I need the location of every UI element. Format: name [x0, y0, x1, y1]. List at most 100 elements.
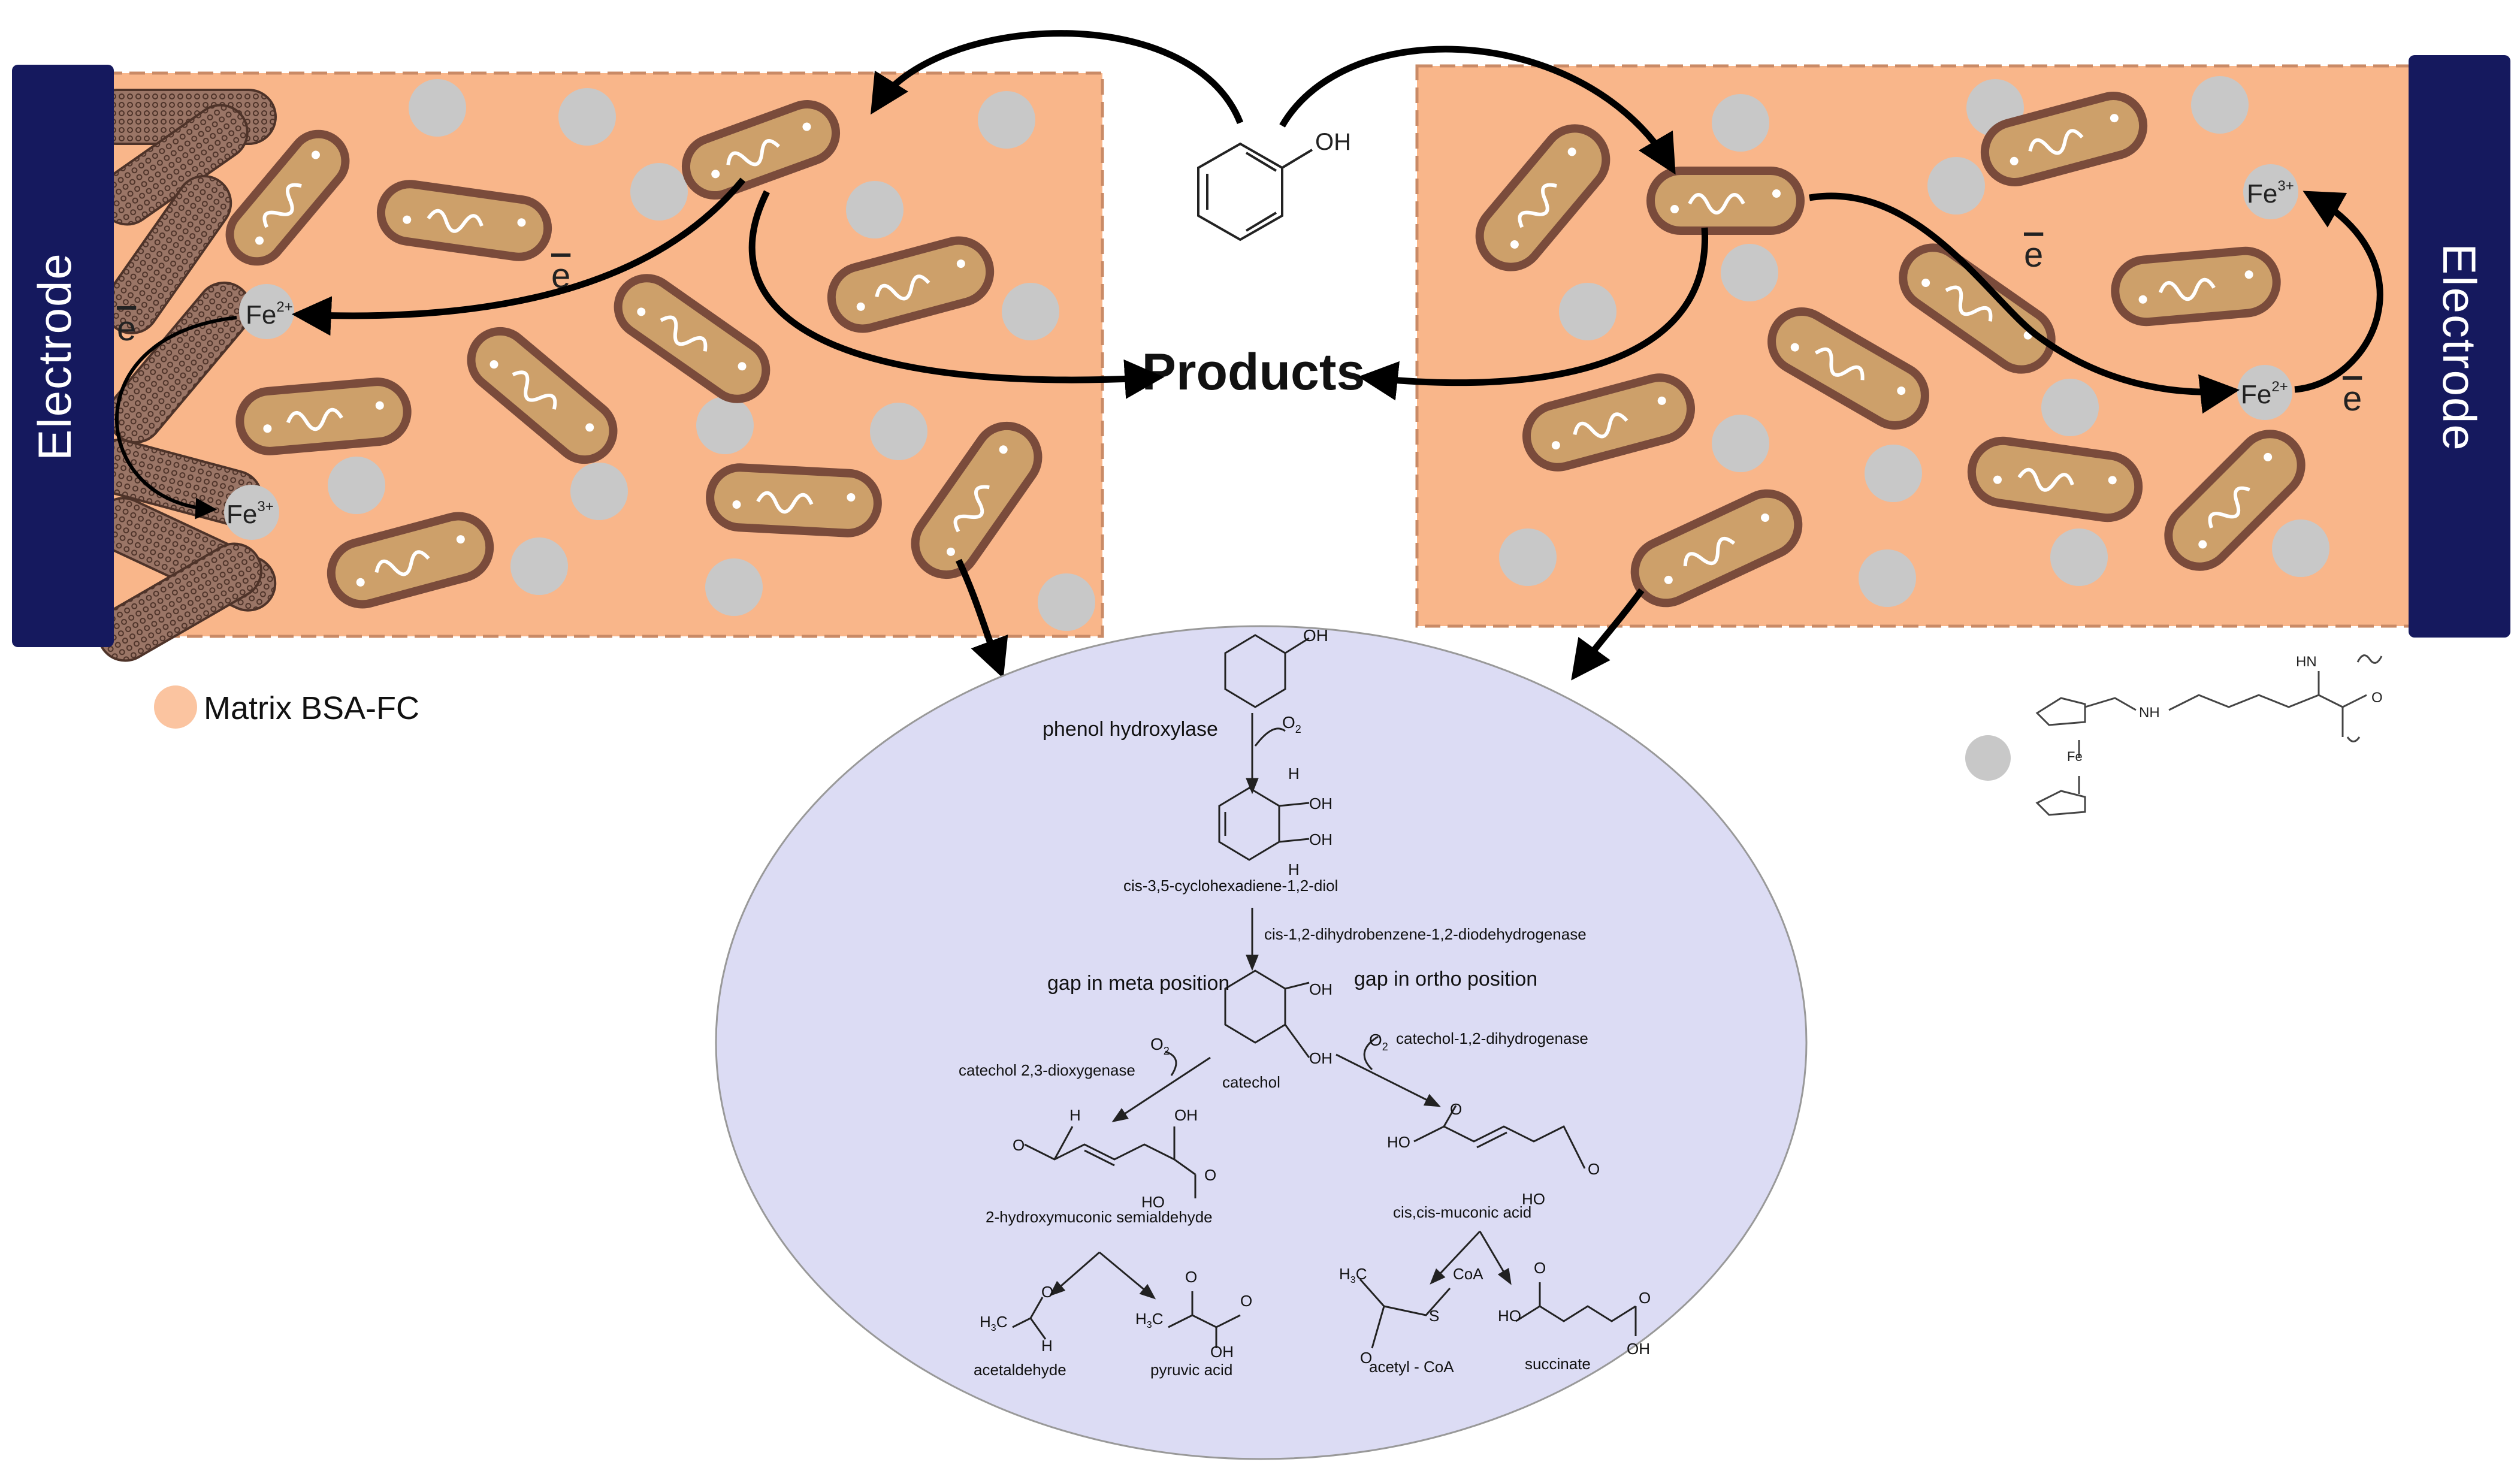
- bacterium: [911, 421, 1043, 579]
- bacterium: [1630, 489, 1803, 608]
- bacterium: [1522, 373, 1696, 472]
- mediator-dot: [1859, 549, 1916, 607]
- bacterium: [1767, 307, 1929, 430]
- acet-h3c: H3C: [980, 1313, 1007, 1333]
- acet-o: O: [1041, 1283, 1053, 1301]
- acoa-coa: CoA: [1453, 1265, 1483, 1283]
- pathway-phenol-oh: OH: [1303, 626, 1328, 645]
- mediator-dot: [558, 88, 616, 146]
- hms-o1: O: [1013, 1136, 1025, 1154]
- right-electrode-label: Electrode: [2433, 243, 2486, 452]
- enzyme-catechol-23: catechol 2,3-dioxygenase: [959, 1061, 1135, 1079]
- mediator-dot: [1712, 415, 1769, 472]
- left-electrode: [12, 65, 114, 647]
- mediator-dot: [1865, 445, 1922, 502]
- arrow-right-panel-to-pathway: [1571, 588, 1645, 681]
- bacterium: [2164, 430, 2306, 571]
- pyr-oh: OH: [1210, 1343, 1234, 1361]
- arrow-right-cell-to-products: [1358, 227, 1708, 401]
- ferrocene-o-label: O: [2371, 690, 2383, 706]
- acetyl-coa-name: acetyl - CoA: [1369, 1358, 1454, 1376]
- mediator-dot: [2050, 528, 2108, 586]
- bacterium: [614, 274, 770, 403]
- pyr-o: O: [1185, 1268, 1197, 1286]
- fe3-left-label: Fe3+: [226, 499, 274, 529]
- pyruvic-name: pyruvic acid: [1150, 1361, 1232, 1379]
- enzyme-phenol-hydroxylase: phenol hydroxylase: [1043, 718, 1218, 741]
- mediator-dot: [870, 403, 927, 460]
- diol-oh2: OH: [1309, 830, 1332, 848]
- mediator-dot: [696, 397, 754, 454]
- muconic-name: cis,cis-muconic acid: [1393, 1203, 1531, 1221]
- mediator-dot: [510, 537, 568, 595]
- catechol-name: catechol: [1222, 1073, 1280, 1091]
- suc-oh: OH: [1627, 1340, 1650, 1358]
- right-bacteria: [1475, 92, 2306, 608]
- bacterium: [327, 512, 494, 609]
- mediator-dot: [1559, 283, 1616, 340]
- pyr-o2: O: [1240, 1292, 1252, 1310]
- bacterium: [1646, 167, 1805, 235]
- right-panel: Electrode Fe3+ Fe2+ e e Fe NH HN O: [1415, 55, 2510, 816]
- bacterium: [1967, 436, 2143, 522]
- o2-ortho: O2: [1369, 1031, 1388, 1053]
- suc-o2: O: [1639, 1289, 1651, 1307]
- muc-ho2: HO: [1522, 1190, 1545, 1208]
- acoa-h3c: H3C: [1339, 1265, 1367, 1285]
- pathway-structures: [1012, 634, 1637, 1349]
- bacterium: [235, 377, 412, 455]
- fe2-left-dot: [239, 284, 294, 339]
- bacterium: [1980, 92, 2148, 186]
- acet-h: H: [1041, 1337, 1053, 1355]
- o2-1: O2: [1282, 713, 1301, 735]
- muc-o2: O: [1588, 1160, 1600, 1178]
- bacterium: [1899, 243, 2056, 374]
- enzyme-dehydrogenase: cis-1,2-dihydrobenzene-1,2-diodehydrogen…: [1264, 925, 1587, 943]
- arrow-phenol-to-left-cell: [870, 30, 1244, 125]
- mediator-dot: [2191, 76, 2249, 134]
- mediator-dot: [328, 457, 385, 514]
- mediator-dot: [1712, 94, 1769, 152]
- catechol-oh2: OH: [1309, 1049, 1332, 1067]
- legend-matrix-label: Matrix BSA-FC: [204, 690, 419, 726]
- fe3-left-dot: [224, 485, 279, 540]
- fe3-right-dot: [2243, 164, 2298, 219]
- main-arrows: [291, 30, 2383, 681]
- bacterium: [376, 180, 552, 261]
- arrow-left-cell-to-fe2: [291, 177, 746, 336]
- diol-oh1: OH: [1309, 795, 1332, 812]
- mediator-dot: [846, 181, 904, 238]
- hms-name: 2-hydroxymuconic semialdehyde: [986, 1208, 1213, 1226]
- mediator-dot: [1038, 573, 1095, 631]
- products-label: Products: [1142, 343, 1365, 401]
- left-bacteria: [225, 99, 1043, 609]
- nanotube: [103, 174, 232, 335]
- arrow-electrode-fe2-to-fe3: [115, 316, 237, 519]
- mediator-dot: [630, 163, 688, 221]
- arrow-left-panel-to-pathway: [956, 558, 1008, 679]
- bacterium: [706, 463, 882, 537]
- left-electrode-label: Electrode: [28, 252, 81, 461]
- ferrocene-fe-label: Fe: [2067, 749, 2083, 764]
- acoa-s: S: [1429, 1307, 1439, 1325]
- arrow-right-cell-to-fe2: [1809, 192, 2240, 414]
- acetaldehyde-name: acetaldehyde: [974, 1361, 1066, 1379]
- legend-matrix-swatch: [154, 685, 197, 729]
- gap-meta-label: gap in meta position: [1047, 972, 1229, 995]
- ferrocene-nh-label: NH: [2139, 705, 2160, 721]
- o2-meta: O2: [1150, 1035, 1170, 1057]
- mediator-dot: [2272, 519, 2329, 577]
- ferrocene-hn-label: HN: [2296, 654, 2317, 670]
- muc-ho1: HO: [1387, 1133, 1410, 1151]
- pathway-ellipse: [715, 625, 1808, 1460]
- mediator-dot: [1721, 244, 1778, 301]
- mediator-dot: [2041, 379, 2099, 436]
- mediator-dot: [705, 558, 763, 616]
- mediator-dot: [570, 463, 628, 520]
- right-electrode: [2409, 55, 2510, 638]
- arrow-fe2-to-fe3-right: [2294, 191, 2383, 393]
- fe2-right-dot: [2237, 365, 2292, 420]
- left-panel: Electrode Fe2+ Fe3+ e e Matrix BSA-FC: [12, 65, 1104, 729]
- acoa-o: O: [1360, 1349, 1372, 1367]
